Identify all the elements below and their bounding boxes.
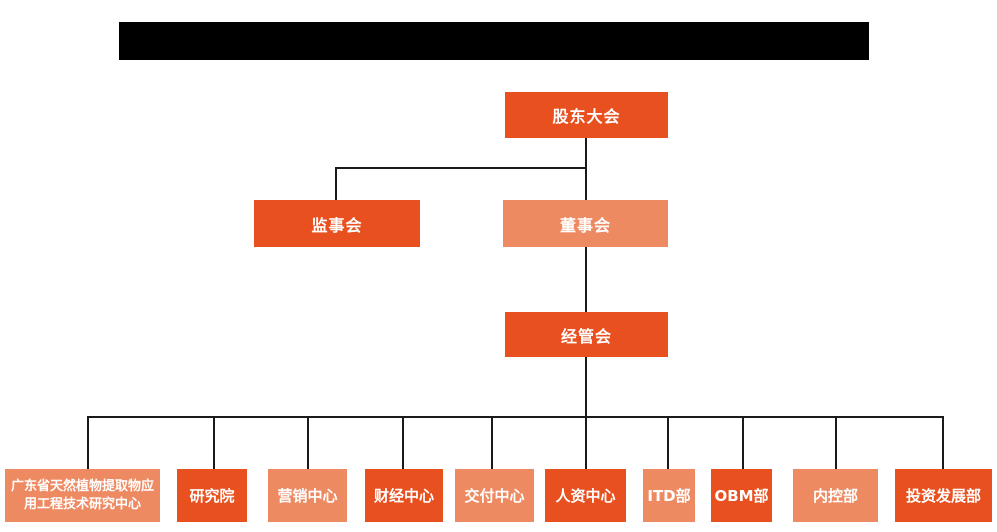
org-node-research-institute: 研究院 <box>177 469 247 522</box>
org-node-finance-center: 财经中心 <box>365 469 443 522</box>
connector-dept-drop-3 <box>307 416 309 469</box>
connector-dept-drop-5 <box>491 416 493 469</box>
org-node-label: 经管会 <box>560 326 612 346</box>
connector-shareholders-stem <box>585 138 587 200</box>
org-node-obm-department: OBM部 <box>711 469 772 522</box>
connector-dept-drop-10 <box>942 416 944 469</box>
org-node-supervisory-board: 监事会 <box>254 200 420 247</box>
org-node-label: 人资中心 <box>555 487 616 505</box>
org-node-label: 股东大会 <box>552 107 621 126</box>
connector-dept-drop-4 <box>402 416 404 469</box>
org-node-label: 财经中心 <box>373 487 434 505</box>
org-node-label: 监事会 <box>311 215 363 235</box>
org-node-label: 董事会 <box>559 215 611 235</box>
connector-dept-drop-2 <box>213 416 215 469</box>
connector-dept-drop-7 <box>667 416 669 469</box>
org-node-hr-center: 人资中心 <box>545 469 626 522</box>
org-node-marketing-center: 营销中心 <box>268 469 347 522</box>
org-node-delivery-center: 交付中心 <box>455 469 534 522</box>
connector-supervisory-drop <box>335 167 337 200</box>
org-node-investment-development-department: 投资发展部 <box>895 469 992 522</box>
org-node-itd-department: ITD部 <box>643 469 695 522</box>
connector-board-to-management <box>585 247 587 312</box>
connector-management-stem <box>585 357 587 417</box>
connector-departments-bus <box>87 416 944 418</box>
connector-dept-drop-8 <box>742 416 744 469</box>
org-node-board-of-directors: 董事会 <box>503 200 668 247</box>
org-node-label: 投资发展部 <box>905 487 981 505</box>
org-node-label: 内控部 <box>812 487 858 505</box>
redacted-title-bar <box>119 22 869 60</box>
org-node-label: 营销中心 <box>277 487 338 505</box>
connector-dept-drop-9 <box>835 416 837 469</box>
org-node-label: ITD部 <box>647 487 691 505</box>
org-node-label: 交付中心 <box>464 487 525 505</box>
org-node-label: 广东省天然植物提取物应用工程技术研究中心 <box>10 478 154 512</box>
org-node-research-center: 广东省天然植物提取物应用工程技术研究中心 <box>5 469 160 522</box>
connector-level2-hline <box>335 167 587 169</box>
org-node-shareholders-meeting: 股东大会 <box>505 92 668 138</box>
connector-dept-drop-1 <box>87 416 89 469</box>
org-node-label: OBM部 <box>714 487 769 505</box>
org-node-internal-control-department: 内控部 <box>793 469 878 522</box>
org-node-management-committee: 经管会 <box>505 312 668 357</box>
connector-dept-drop-6 <box>585 416 587 469</box>
org-node-label: 研究院 <box>189 487 235 505</box>
